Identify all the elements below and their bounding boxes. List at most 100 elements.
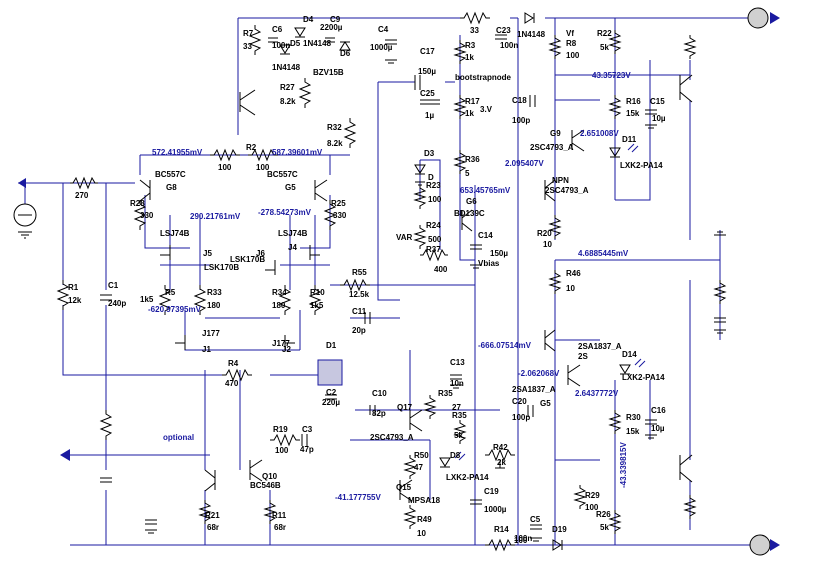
cap-c14 <box>470 244 482 250</box>
label-r20-value: 10 <box>543 240 552 249</box>
label-c1: C1 <box>108 281 119 290</box>
label-r10-value: 1k5 <box>310 301 324 310</box>
cap-c10 <box>369 405 376 415</box>
jfet-j4 <box>309 245 320 260</box>
label-c15-value: 10µ <box>652 114 666 123</box>
label-c10-value: 82p <box>372 409 386 418</box>
ground-c16 <box>645 434 657 439</box>
transistor-g9 <box>571 129 585 152</box>
cap-c16 <box>645 419 657 425</box>
cap-c4 <box>385 39 397 45</box>
transistor-output-bottom <box>679 454 693 483</box>
label-d8: D8 <box>450 451 461 460</box>
resistor-r20 <box>548 215 562 239</box>
label-q10-type: BC546B <box>250 481 281 490</box>
label-2sa1837-2: 2SA1837_A <box>512 385 556 394</box>
resistor-right-b <box>713 280 727 304</box>
label-lsk-2: LSK170B <box>230 255 265 264</box>
label-r35-a: R35 <box>438 389 453 398</box>
diode-1n4148-top <box>524 12 535 24</box>
transistor-output-top <box>679 74 693 103</box>
resistor-r19 <box>270 433 300 447</box>
transistors <box>139 74 693 502</box>
label-r32: R32 <box>327 123 342 132</box>
resistor-r50 <box>403 455 417 479</box>
label-r25: R25 <box>331 199 346 208</box>
label-r24: R24 <box>426 221 441 230</box>
cap-c6 <box>268 37 278 43</box>
label-1n4148-top: 1N4148 <box>517 30 546 39</box>
label-c19: C19 <box>484 487 499 496</box>
label-c17: C17 <box>420 47 435 56</box>
label-r21-value: 68r <box>207 523 219 532</box>
ground-left-bottom <box>145 529 157 534</box>
label-r5: R5 <box>165 288 176 297</box>
diode-d14 <box>619 364 631 375</box>
label-var: VAR <box>396 233 413 242</box>
label-c9-value: 2200µ <box>320 23 343 32</box>
cap-c11 <box>364 312 371 324</box>
label-r32-value: 8.2k <box>327 139 343 148</box>
label-r30-value: 15k <box>626 427 640 436</box>
label-r8: R8 <box>566 39 577 48</box>
resistor-r25 <box>323 200 337 230</box>
ground-c14 <box>470 264 482 269</box>
resistor-r14 <box>485 538 515 552</box>
resistor-r8 <box>548 35 562 59</box>
voltage-2095: 2.095407V <box>505 159 544 168</box>
led-d8 <box>454 451 466 461</box>
transistor-q15 <box>399 479 413 502</box>
resistor-r36 <box>453 150 467 174</box>
ground-c13 <box>450 384 462 389</box>
transistor-2sa1837-2 <box>567 364 581 387</box>
label-r35-a-value: 27 <box>452 403 461 412</box>
label-c4: C4 <box>378 25 389 34</box>
label-r46: R46 <box>566 269 581 278</box>
arrow-bottom-right <box>770 539 780 551</box>
label-r7-value: 33 <box>243 42 252 51</box>
resistor-r33 <box>193 285 207 315</box>
label-d19: D19 <box>552 525 567 534</box>
label-d11: D11 <box>622 135 637 144</box>
label-q10: Q10 <box>262 472 278 481</box>
jfet-j2 <box>284 335 295 350</box>
label-c23: C23 <box>496 26 511 35</box>
label-c10: C10 <box>372 389 387 398</box>
resistor-r26 <box>608 510 622 534</box>
resistor-r1 <box>56 280 70 310</box>
label-r34: R34 <box>272 288 287 297</box>
label-j177-b: J177 <box>272 339 290 348</box>
cap-c25 <box>420 99 440 105</box>
label-c4-value: 1000µ <box>370 43 393 52</box>
ground-c5 <box>530 537 542 542</box>
label-r34-value: 180 <box>272 301 286 310</box>
cap-c13 <box>450 374 462 380</box>
label-r37-value: 400 <box>434 265 448 274</box>
label-g8-value: BC557C <box>155 170 186 179</box>
resistor-r33top <box>460 11 490 25</box>
resistor-r11 <box>263 500 277 524</box>
cap-optional <box>100 477 112 483</box>
label-r3-value: 1k <box>465 53 474 62</box>
label-c2-value: 220µ <box>322 398 340 407</box>
label-r23-value: 100 <box>428 195 442 204</box>
label-d1: D1 <box>326 341 337 350</box>
label-r28: R28 <box>130 199 145 208</box>
voltage-290: 290.21761mV <box>190 212 241 221</box>
label-r28-value: 330 <box>140 211 154 220</box>
leds <box>317 143 646 461</box>
label-c18-value: 100p <box>512 116 530 125</box>
voltage-278: -278.54273mV <box>258 208 312 217</box>
transistor-g5 <box>314 179 328 202</box>
label-d4-value: 1N4148 <box>303 39 332 48</box>
label-r14: R14 <box>494 525 509 534</box>
label-r270: 270 <box>75 191 89 200</box>
label-d5: D5 <box>290 39 301 48</box>
label-g9-type-2: 2SC4793_A <box>545 186 589 195</box>
label-c2: C2 <box>326 388 337 397</box>
label-r16: R16 <box>626 97 641 106</box>
label-r22-value: 5k <box>600 43 609 52</box>
cap-c15 <box>645 109 657 115</box>
jfet-j5 <box>160 245 171 260</box>
resistor-r32 <box>343 118 357 148</box>
